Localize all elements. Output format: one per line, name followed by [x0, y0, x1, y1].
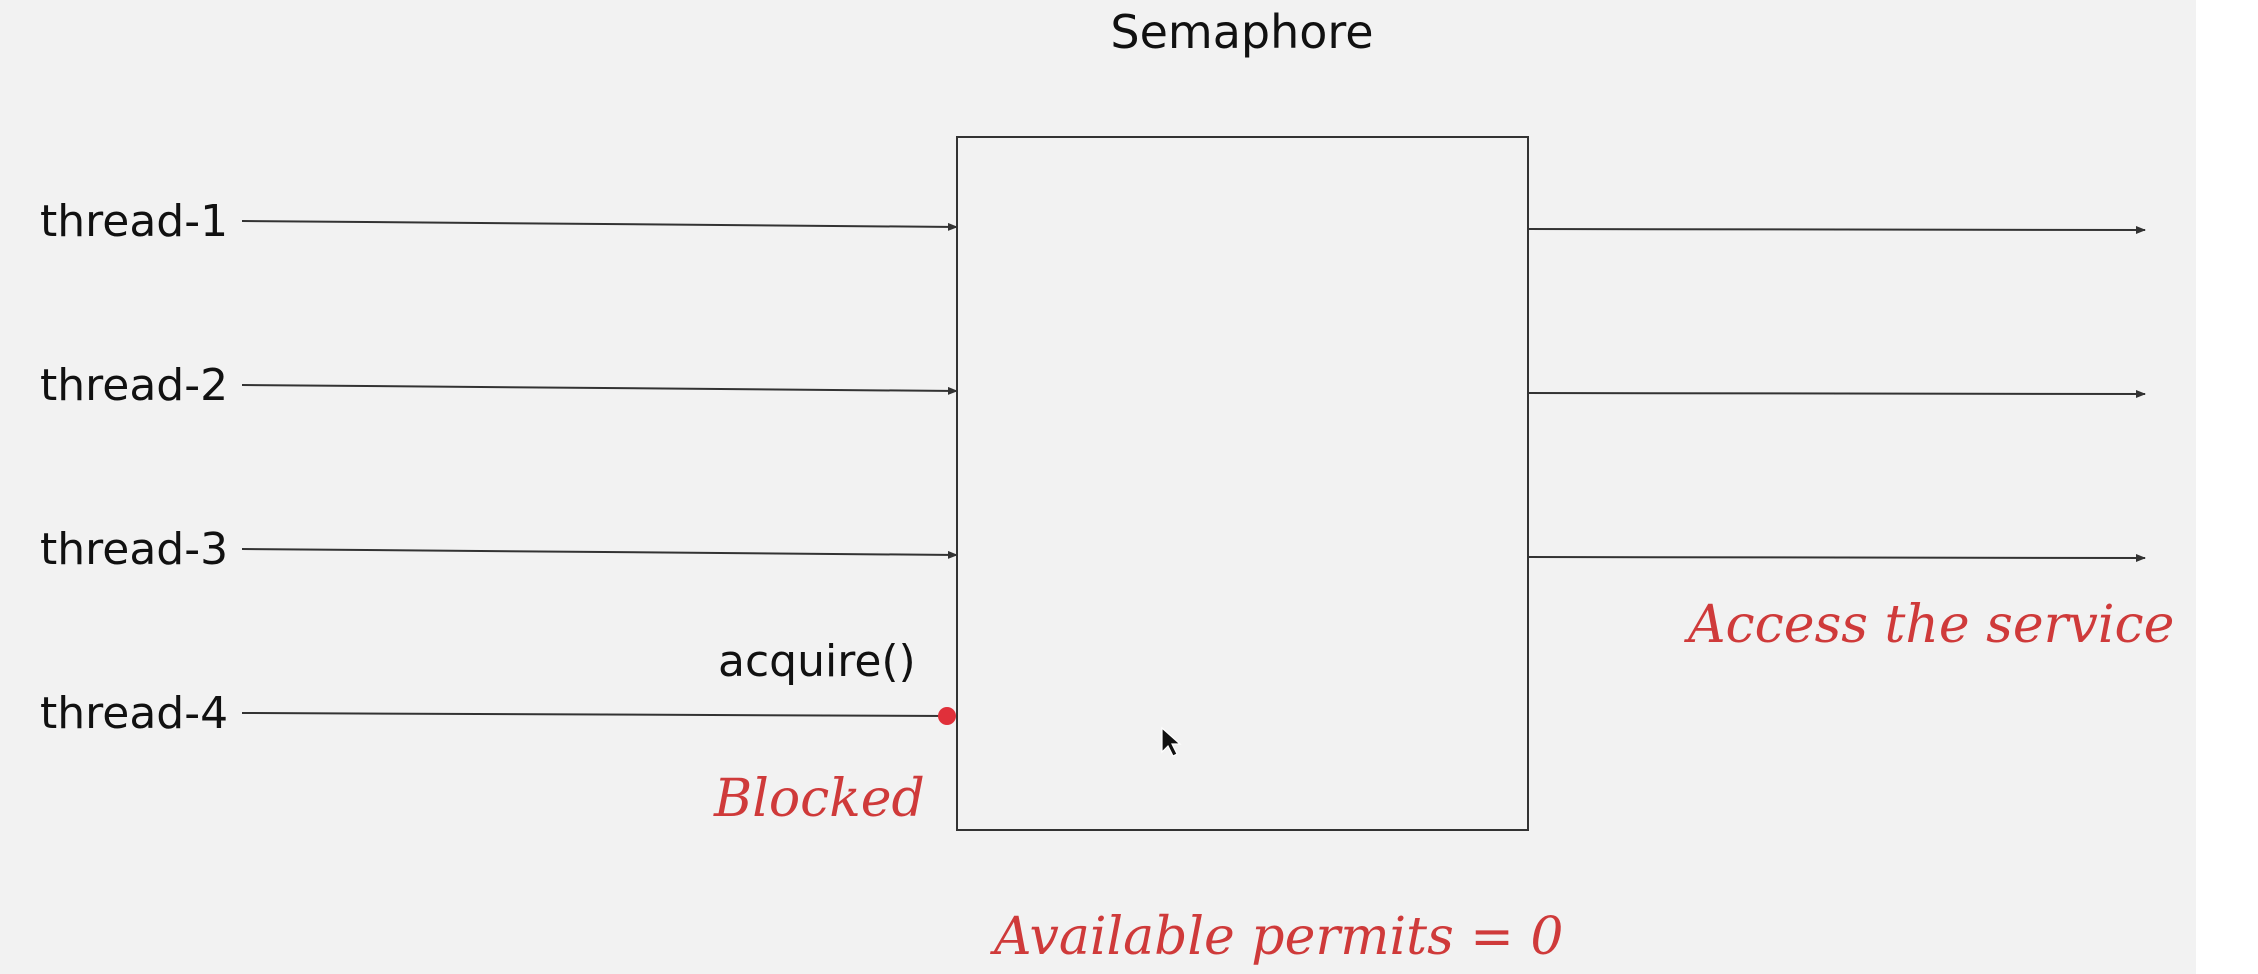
- incoming-arrow: [241, 384, 958, 395]
- outgoing-arrow: [1527, 553, 2146, 562]
- semaphore-box: [956, 136, 1529, 831]
- thread-label: thread-4: [40, 688, 228, 739]
- outgoing-arrow: [1527, 225, 2146, 234]
- thread-label: thread-2: [40, 360, 228, 411]
- outgoing-arrow: [1527, 389, 2146, 398]
- cursor-icon: [1161, 726, 1182, 757]
- diagram-canvas: [0, 0, 2196, 974]
- blocked-note: Blocked: [713, 769, 925, 829]
- thread-label: thread-3: [40, 524, 228, 575]
- blocked-thread-line: [241, 712, 948, 717]
- access-note: Access the service: [1684, 595, 2174, 655]
- acquire-label: acquire(): [718, 636, 916, 687]
- blocked-dot: [938, 707, 956, 725]
- permits-note: Available permits = 0: [990, 907, 1563, 967]
- semaphore-title: Semaphore: [1110, 5, 1373, 59]
- thread-label: thread-1: [40, 196, 228, 247]
- incoming-arrow: [241, 220, 958, 231]
- incoming-arrow: [241, 548, 958, 559]
